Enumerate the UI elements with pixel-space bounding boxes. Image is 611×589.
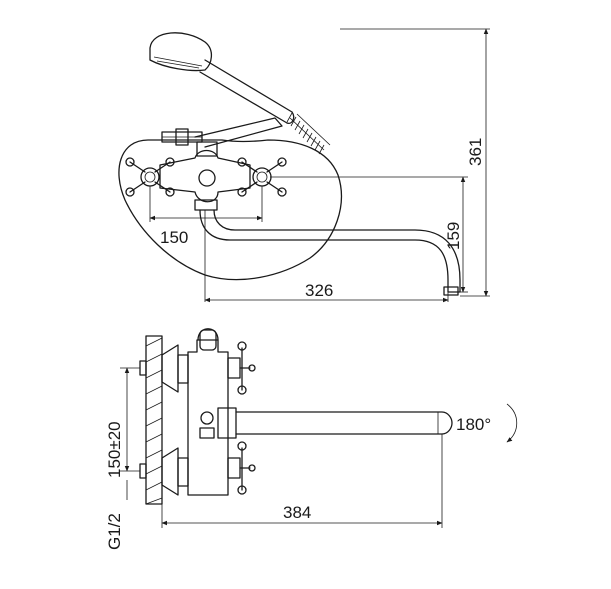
side-spout bbox=[235, 411, 453, 435]
side-view: 180° 150±20 G1/2 384 bbox=[105, 328, 518, 550]
side-upper-handle bbox=[237, 341, 256, 395]
left-cross-handle bbox=[125, 157, 175, 197]
holder-arm bbox=[194, 117, 283, 148]
dim-label-g12: G1/2 bbox=[105, 513, 124, 550]
dim-label-150-top: 150 bbox=[160, 228, 188, 247]
lower-eccentric bbox=[161, 447, 179, 496]
hand-shower bbox=[149, 32, 331, 155]
dim-label-326: 326 bbox=[305, 281, 333, 300]
dim-label-361: 361 bbox=[466, 138, 485, 166]
dim-label-150-20: 150±20 bbox=[105, 421, 124, 478]
wall-section bbox=[145, 335, 163, 505]
side-spout-nut bbox=[217, 407, 237, 439]
spout-nut bbox=[194, 199, 218, 211]
hose-spring bbox=[286, 112, 331, 155]
upper-eccentric bbox=[161, 344, 179, 393]
top-view-outline bbox=[118, 139, 342, 281]
mixer-body bbox=[159, 149, 251, 203]
rotation-arrow bbox=[506, 403, 518, 443]
top-view: 150 326 159 361 bbox=[118, 28, 490, 303]
side-lower-handle bbox=[237, 441, 256, 495]
dim-label-180: 180° bbox=[456, 415, 491, 434]
dim-label-384: 384 bbox=[283, 503, 311, 522]
side-body bbox=[187, 339, 229, 496]
dim-label-159: 159 bbox=[444, 222, 463, 250]
